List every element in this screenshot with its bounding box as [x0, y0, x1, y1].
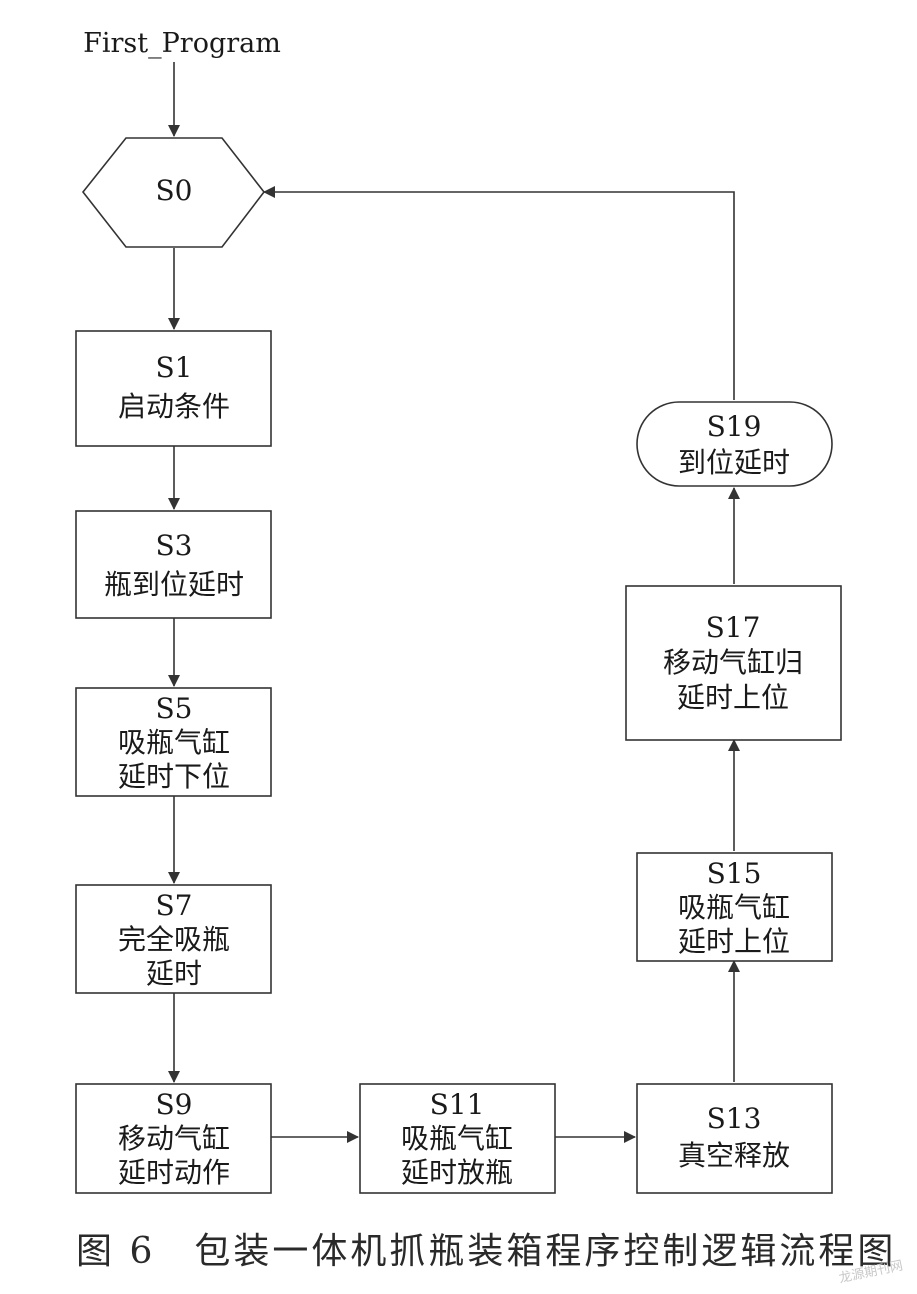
node-s7-text-1: 完全吸瓶	[118, 923, 230, 956]
node-s15-text-1: 吸瓶气缸	[678, 891, 790, 924]
node-s1: S1 启动条件	[75, 330, 272, 447]
node-s19-id: S19	[707, 410, 762, 443]
node-s13-text: 真空释放	[678, 1139, 790, 1172]
node-s11-text-2: 延时放瓶	[401, 1156, 513, 1189]
edge-s19-s0	[263, 186, 735, 400]
node-s17: S17 移动气缸归 延时上位	[625, 585, 842, 741]
node-s3: S3 瓶到位延时	[75, 510, 272, 619]
node-s17-text-1: 移动气缸归	[663, 646, 803, 679]
node-s9-id: S9	[156, 1088, 193, 1121]
node-s15: S15 吸瓶气缸 延时上位	[636, 852, 833, 962]
node-s9: S9 移动气缸 延时动作	[75, 1083, 272, 1194]
node-s7-text-2: 延时	[146, 957, 202, 990]
node-s5: S5 吸瓶气缸 延时下位	[75, 687, 272, 797]
node-s3-text: 瓶到位延时	[104, 568, 244, 601]
node-s9-text-1: 移动气缸	[118, 1122, 230, 1155]
node-s0: S0	[81, 137, 266, 248]
node-s11-text-1: 吸瓶气缸	[401, 1122, 513, 1155]
node-s1-id: S1	[156, 351, 193, 384]
node-s15-text-2: 延时上位	[678, 925, 790, 958]
node-s7-id: S7	[156, 889, 193, 922]
node-s19-text: 到位延时	[678, 446, 790, 479]
node-s5-id: S5	[156, 692, 193, 725]
start-label: First_Program	[83, 28, 281, 59]
node-s9-text-2: 延时动作	[118, 1156, 230, 1189]
node-s19: S19 到位延时	[636, 401, 833, 487]
node-s7: S7 完全吸瓶 延时	[75, 884, 272, 994]
node-s1-text: 启动条件	[118, 390, 230, 423]
flowchart: First_Program S0 S1 启动条件 S3 瓶到位延时 S5 吸瓶气…	[75, 28, 842, 1194]
node-s17-id: S17	[706, 611, 761, 644]
node-s0-id: S0	[156, 174, 193, 207]
node-s3-id: S3	[156, 529, 193, 562]
node-s15-id: S15	[707, 857, 762, 890]
node-s13: S13 真空释放	[636, 1083, 833, 1194]
node-s17-text-2: 延时上位	[677, 681, 789, 714]
node-s11-id: S11	[430, 1088, 485, 1121]
node-s11: S11 吸瓶气缸 延时放瓶	[359, 1083, 556, 1194]
figure-caption: 图 6 包装一体机抓瓶装箱程序控制逻辑流程图	[76, 1231, 897, 1272]
node-s13-id: S13	[707, 1102, 762, 1135]
node-s5-text-1: 吸瓶气缸	[118, 726, 230, 759]
node-s5-text-2: 延时下位	[118, 760, 230, 793]
